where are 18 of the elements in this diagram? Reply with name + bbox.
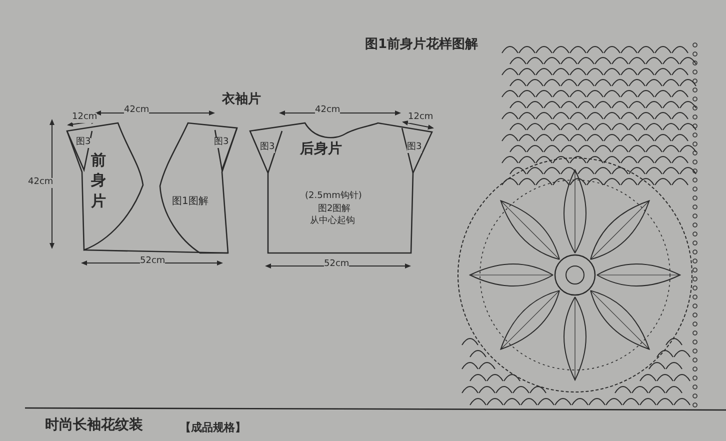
dimension-label: 12cm — [72, 113, 98, 123]
hook-note: (2.5mm钩针) — [305, 192, 362, 202]
piece-label: 图3 — [76, 138, 91, 148]
piece-label: 图3 — [214, 138, 229, 148]
start-note: 从中心起钩 — [310, 217, 355, 227]
piece-title: 前身片 — [91, 150, 106, 211]
dimension-label: 42cm — [315, 106, 340, 116]
piece-label: 图3 — [260, 143, 275, 153]
chart-title: 图1前身片花样图解 — [365, 38, 478, 52]
dimension-label: 12cm — [408, 113, 434, 123]
section-heading: 衣袖片 — [222, 93, 261, 108]
piece-label: 图3 — [407, 143, 422, 153]
diagram-reference: 图2图解 — [318, 205, 351, 215]
diagram-reference: 图1图解 — [172, 196, 208, 207]
pattern-title: 时尚长袖花纹装 — [45, 418, 143, 434]
dimension-label: 42cm — [28, 178, 54, 188]
dimension-label: 42cm — [124, 106, 150, 116]
piece-title: 后身片 — [300, 142, 342, 158]
